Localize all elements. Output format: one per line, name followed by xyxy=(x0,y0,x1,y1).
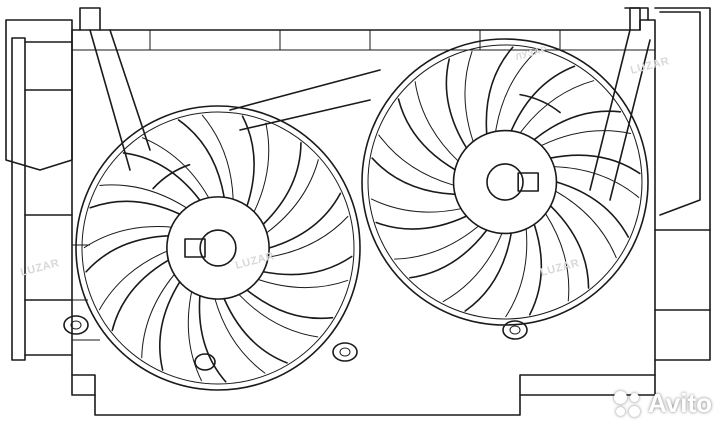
fan-blade xyxy=(262,255,353,276)
right-fan xyxy=(361,38,649,326)
fan-blade-edge xyxy=(370,198,462,213)
fan-blade-edge xyxy=(505,228,528,318)
fan-blade-edge xyxy=(187,291,203,382)
fan-blade xyxy=(246,289,334,320)
left-fan xyxy=(75,105,361,391)
fan-blade xyxy=(485,46,514,135)
motor-connector-icon xyxy=(517,172,539,192)
rotation-arrow-icon xyxy=(152,163,191,190)
fan-blade-edge xyxy=(266,159,319,234)
fan-blade-edge xyxy=(141,274,175,359)
fan-blade-edge xyxy=(253,122,270,213)
mounting-bosses xyxy=(63,315,528,371)
fan-blade xyxy=(510,65,576,132)
fan-blade-edge xyxy=(99,184,187,209)
fan-blade xyxy=(397,98,456,171)
fan-blade-edge xyxy=(414,81,459,162)
fan-hub xyxy=(166,196,270,300)
fan-blade-edge xyxy=(464,50,474,142)
fan-blade xyxy=(464,232,513,312)
top-tabs xyxy=(79,7,649,50)
fan-blade-edge xyxy=(238,294,319,338)
fan-motor-cap xyxy=(486,163,524,201)
fan-blade-edge xyxy=(141,137,210,198)
fan-blade xyxy=(262,141,302,226)
left-side-bracket xyxy=(5,19,73,361)
fan-blade-edge xyxy=(394,225,479,260)
fan-outer-ring xyxy=(75,105,361,391)
fan-blade xyxy=(111,259,170,332)
fan-blade-edge xyxy=(554,166,640,199)
fan-motor-cap xyxy=(199,229,237,267)
shroud-frame xyxy=(71,19,656,416)
fan-blade-edge xyxy=(268,215,349,258)
fan-blade-edge xyxy=(378,134,454,186)
fan-blade xyxy=(198,294,227,383)
fan-blade-edge xyxy=(214,298,266,374)
fan-blade xyxy=(241,115,255,207)
fan-blade-edge xyxy=(555,190,617,259)
motor-connector-icon xyxy=(184,238,206,258)
avito-label: Avito xyxy=(648,388,713,418)
fan-blade xyxy=(555,181,630,238)
fan-blade xyxy=(177,119,225,199)
rotation-arrow-icon xyxy=(519,93,561,114)
fan-blade xyxy=(223,297,288,364)
fan-blade-edge xyxy=(545,213,570,302)
fan-blade-edge xyxy=(495,50,538,132)
fan-blade-edge xyxy=(442,233,503,303)
fan-blade xyxy=(375,215,468,230)
fan-blade-edge xyxy=(83,226,172,249)
fan-blade xyxy=(445,58,468,149)
fan-blade-edge xyxy=(98,250,168,311)
fan-blade xyxy=(89,200,181,215)
fan-blade xyxy=(549,205,590,289)
fan-blade-edge xyxy=(258,279,349,289)
fan-blade xyxy=(533,110,622,141)
avito-logo-icon xyxy=(612,389,642,419)
fan-blade xyxy=(122,152,201,202)
fan-blade-edge xyxy=(201,114,234,200)
fan-blade xyxy=(268,192,342,249)
fan-blade-edge xyxy=(519,80,595,134)
fan-blade-edge xyxy=(541,130,632,147)
fan-inner-ring xyxy=(367,44,643,320)
interior-struts xyxy=(72,29,651,341)
avito-badge[interactable]: Avito xyxy=(612,388,712,419)
fan-blade xyxy=(85,234,170,273)
fan-blade xyxy=(371,157,456,196)
fan-blade xyxy=(409,229,488,279)
fan-blade xyxy=(159,281,181,371)
fan-inner-ring xyxy=(81,111,355,385)
fan-hub xyxy=(452,129,558,235)
fan-blade xyxy=(549,154,641,175)
fan-blade xyxy=(528,223,543,316)
